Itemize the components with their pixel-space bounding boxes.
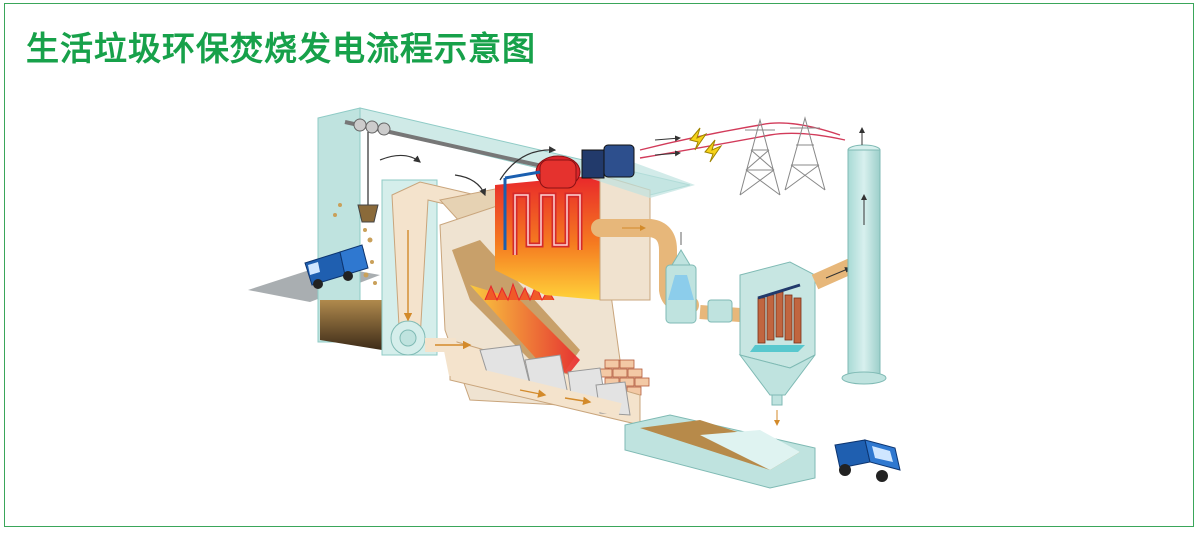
deacidification-tower bbox=[665, 232, 733, 324]
chimney bbox=[841, 127, 887, 385]
pylon bbox=[739, 116, 826, 196]
orange-flow bbox=[403, 230, 592, 406]
ash-conveyor bbox=[624, 414, 816, 489]
boiler bbox=[495, 174, 651, 301]
baghouse-filter bbox=[738, 261, 816, 426]
diagram-frame bbox=[4, 3, 1194, 527]
filter-bags bbox=[757, 291, 802, 344]
page-title: 生活垃圾环保焚烧发电流程示意图 bbox=[26, 29, 536, 68]
ash-truck bbox=[834, 439, 901, 482]
steam-turbine-generator bbox=[503, 144, 695, 250]
flow-arrows bbox=[379, 146, 557, 197]
power-lines bbox=[639, 116, 846, 196]
garbage-truck bbox=[304, 244, 369, 289]
fan bbox=[390, 320, 426, 356]
garbage-crane bbox=[344, 118, 561, 223]
